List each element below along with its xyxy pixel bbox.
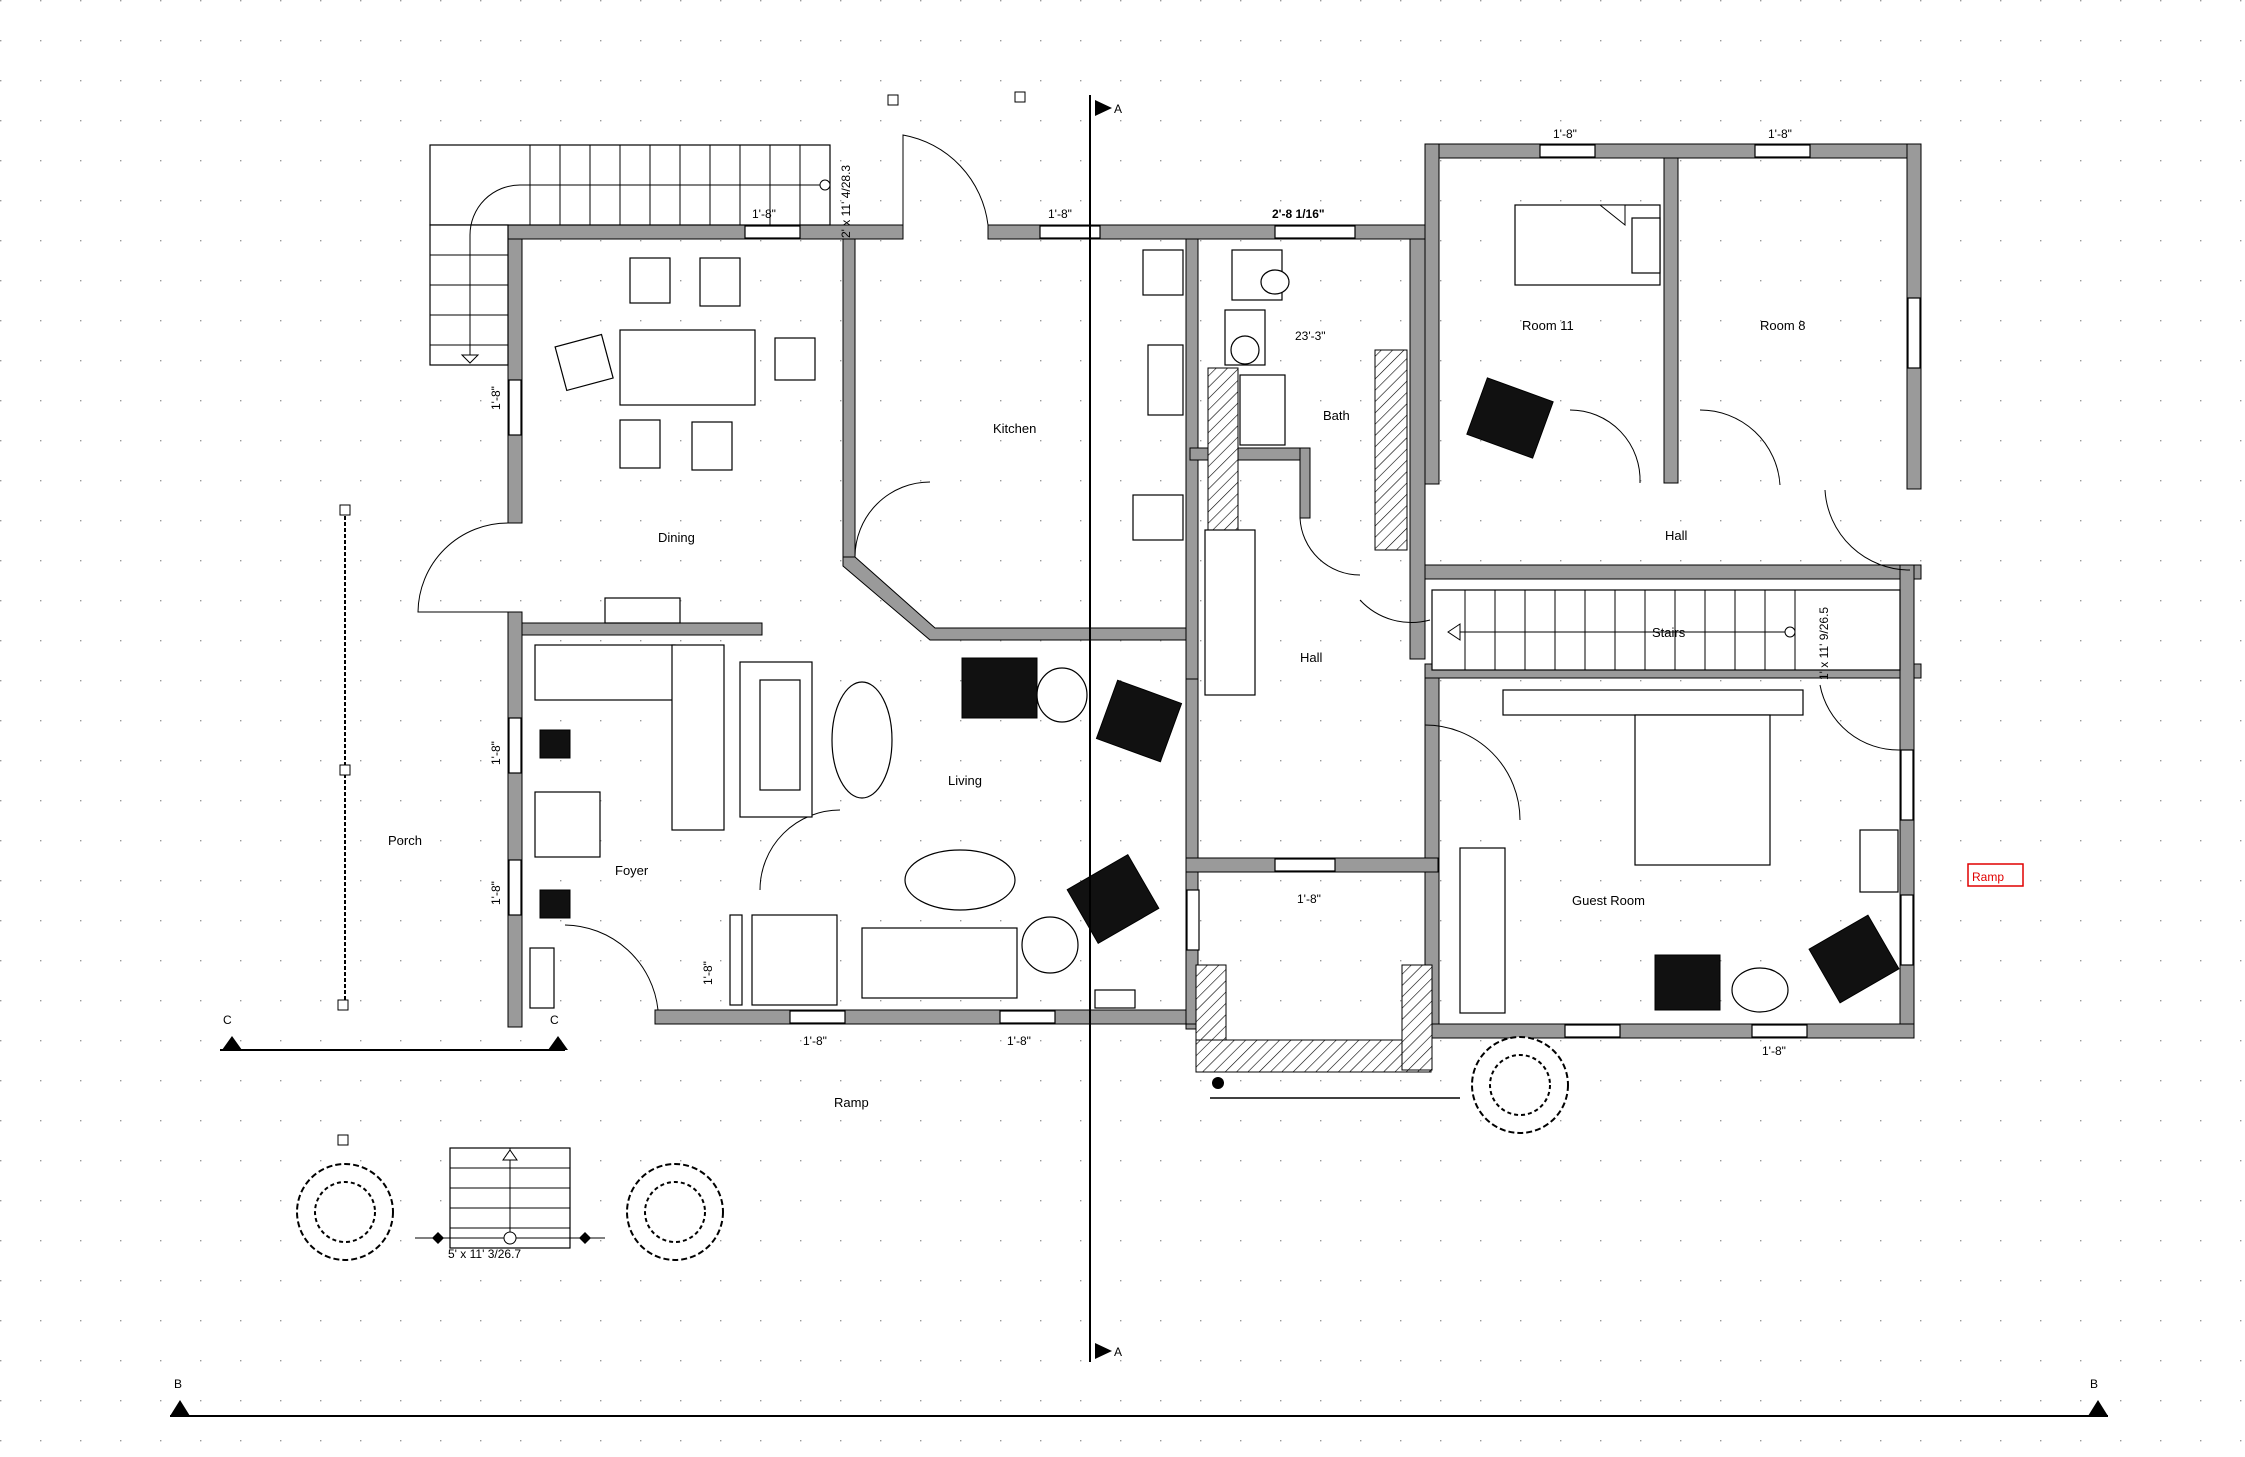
furniture: [529, 204, 1900, 1014]
room-label-kitchen: Kitchen: [993, 421, 1036, 436]
section-mark: C: [223, 1013, 232, 1027]
room-label-room8: Room 8: [1760, 318, 1806, 333]
stairs: [415, 144, 1901, 1249]
room-label-guest-room: Guest Room: [1572, 893, 1645, 908]
ramp-tag-label[interactable]: Ramp: [1972, 870, 2004, 884]
dimension-text: 1'-8": [752, 207, 776, 221]
room-label-ramp: Ramp: [834, 1095, 869, 1110]
dimension-text: 1'-8": [1553, 127, 1577, 141]
dimension-text: 1'-8": [1762, 1044, 1786, 1058]
room-label-room11: Room 11: [1522, 318, 1574, 333]
porch-rail: [337, 504, 351, 1011]
room-label-hall-upper: Hall: [1665, 528, 1688, 543]
windows: [508, 144, 1921, 1038]
room-label-foyer: Foyer: [615, 863, 649, 878]
stair-note: 1' x 11' 9/26.5: [1817, 607, 1831, 680]
hatched-masses: [1195, 349, 1433, 1073]
dimension-text: 1'-8": [1297, 892, 1321, 906]
stair-note: 2' x 11' 4/28.3: [839, 165, 853, 238]
dimension-text: 1'-8": [803, 1034, 827, 1048]
trees: [296, 1036, 1569, 1261]
dimension-text: 1'-8": [701, 961, 715, 985]
dimension-text: 1'-8": [489, 881, 503, 905]
ramp-tag-box[interactable]: [1967, 863, 2024, 887]
room-label-hall-center: Hall: [1300, 650, 1323, 665]
dimension-text: 1'-8": [1048, 207, 1072, 221]
room-label-porch: Porch: [388, 833, 422, 848]
stair-note: 5' x 11' 3/26.7: [448, 1247, 521, 1261]
room-label-stairs: Stairs: [1652, 625, 1686, 640]
section-mark: B: [174, 1377, 182, 1391]
section-mark: C: [550, 1013, 559, 1027]
dimension-text: 2'-8 1/16": [1272, 207, 1325, 221]
dimension-text: 1'-8": [1768, 127, 1792, 141]
room-label-living: Living: [948, 773, 982, 788]
section-lines: [170, 91, 2108, 1417]
section-mark: B: [2090, 1377, 2098, 1391]
section-mark: A: [1114, 102, 1122, 116]
room-label-bath: Bath: [1323, 408, 1350, 423]
section-mark: A: [1114, 1345, 1122, 1359]
dimension-text: 1'-8": [489, 386, 503, 410]
dimension-text: 1'-8": [489, 741, 503, 765]
dimension-text: 23'-3": [1295, 329, 1326, 343]
doors: [417, 134, 1911, 1011]
dimension-text: 1'-8": [1007, 1034, 1031, 1048]
room-label-dining: Dining: [658, 530, 695, 545]
